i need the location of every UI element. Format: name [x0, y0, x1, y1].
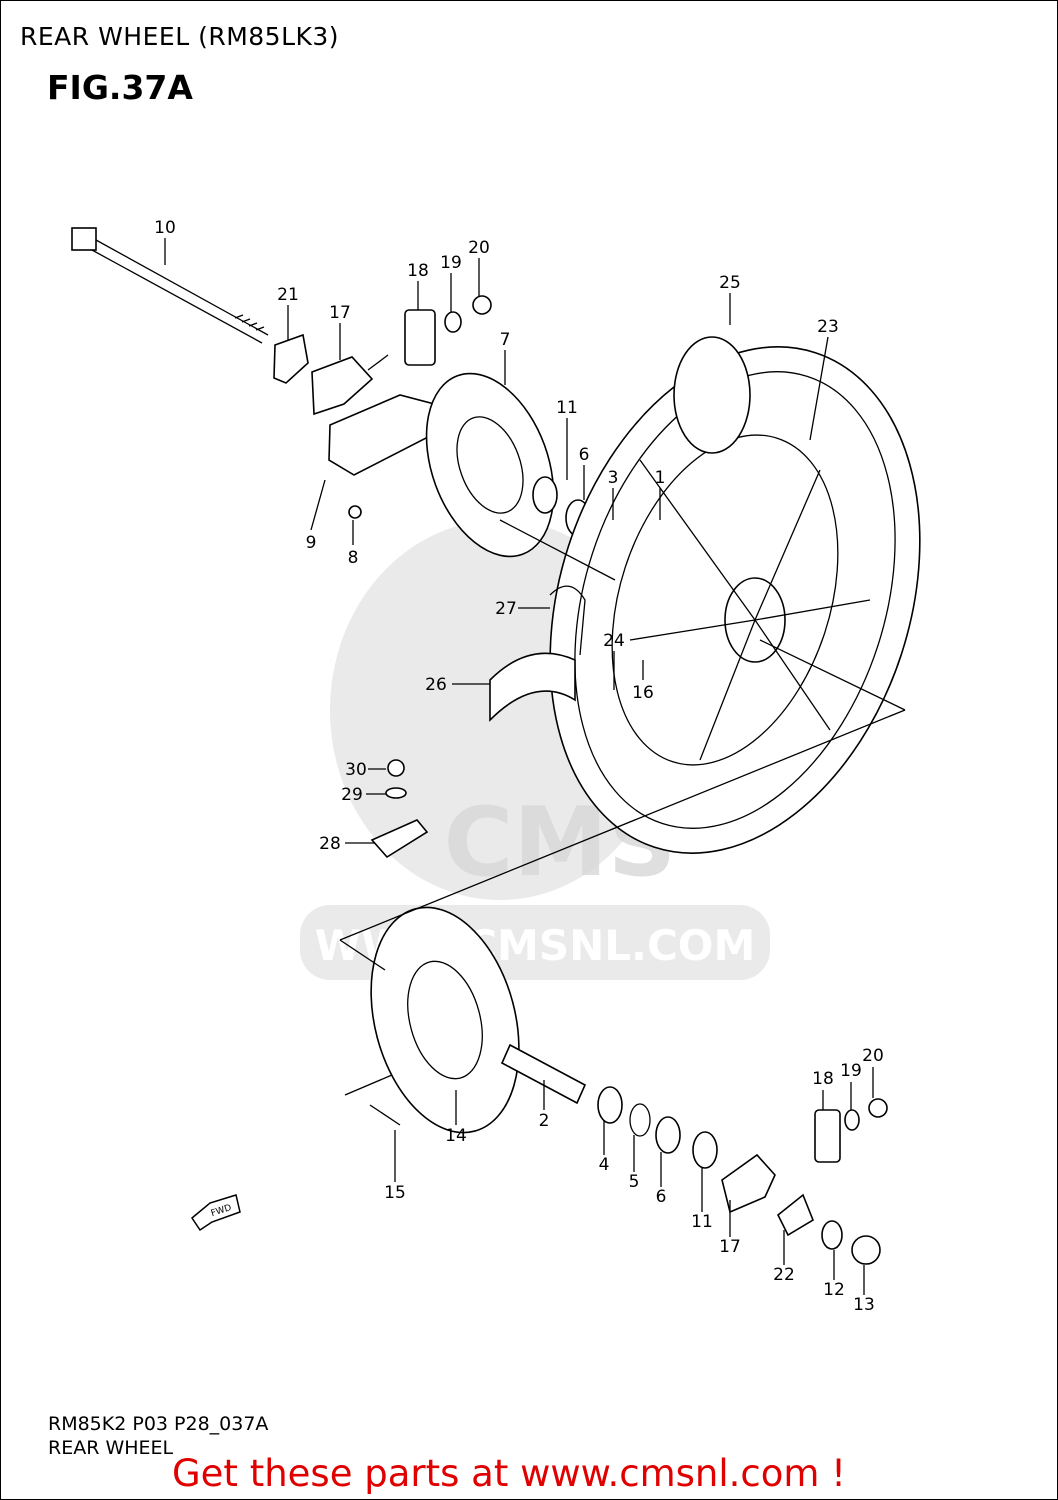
page-title: REAR WHEEL (RM85LK3) — [20, 22, 340, 51]
callout-18: 18 — [407, 261, 429, 281]
callout-12: 12 — [823, 1280, 845, 1300]
callout-19: 19 — [440, 253, 462, 273]
callout-5: 5 — [629, 1172, 640, 1192]
callout-17: 17 — [329, 303, 351, 323]
callout-28: 28 — [319, 834, 341, 854]
callout-11: 11 — [556, 398, 578, 418]
callout-6: 6 — [579, 445, 590, 465]
leader-lines — [164, 238, 874, 1295]
part-axle — [71, 227, 269, 344]
callout-20: 20 — [468, 238, 490, 258]
part-spacer-bearings — [500, 1043, 718, 1169]
callout-25: 25 — [719, 273, 741, 293]
callout-26: 26 — [425, 675, 447, 695]
part-tube-rimband — [489, 585, 586, 722]
callout-2: 2 — [539, 1111, 550, 1131]
assembly-guide-lines — [339, 519, 906, 1096]
callout-9: 9 — [306, 533, 317, 553]
callout-8: 8 — [348, 548, 359, 568]
call-to-action-link[interactable]: Get these parts at www.cmsnl.com ! — [172, 1452, 847, 1495]
callout-13: 13 — [853, 1295, 875, 1315]
callout-20b: 20 — [862, 1046, 884, 1066]
part-right-side-hardware — [369, 1098, 888, 1265]
part-wheel-assembly — [549, 336, 921, 854]
callout-7: 7 — [500, 330, 511, 350]
fwd-direction-badge: FWD — [191, 1194, 241, 1232]
footer-diagram-code: RM85K2 P03 P28_037A — [48, 1413, 269, 1435]
callout-1: 1 — [655, 468, 666, 488]
callout-14: 14 — [445, 1126, 467, 1146]
callout-10: 10 — [154, 218, 176, 238]
callout-11b: 11 — [691, 1212, 713, 1232]
callout-6b: 6 — [656, 1187, 667, 1207]
callout-30: 30 — [345, 760, 367, 780]
callout-27: 27 — [495, 599, 517, 619]
callout-17b: 17 — [719, 1237, 741, 1257]
callout-16: 16 — [632, 683, 654, 703]
callout-21: 21 — [277, 285, 299, 305]
callout-29: 29 — [341, 785, 363, 805]
part-brake-disc — [425, 372, 555, 558]
part-valve — [370, 759, 429, 859]
callout-15: 15 — [384, 1183, 406, 1203]
callout-23: 23 — [817, 317, 839, 337]
callout-labels: 10 21 17 18 19 20 7 11 6 3 1 25 23 9 8 2… — [154, 218, 884, 1315]
part-chain-guide-top — [404, 295, 492, 366]
footer-diagram-name: REAR WHEEL — [48, 1437, 174, 1459]
callout-4: 4 — [599, 1155, 610, 1175]
callout-3: 3 — [608, 468, 619, 488]
callout-22: 22 — [773, 1265, 795, 1285]
callout-18b: 18 — [812, 1069, 834, 1089]
callout-19b: 19 — [840, 1061, 862, 1081]
callout-24: 24 — [603, 631, 625, 651]
part-chain-adjusters — [273, 333, 439, 519]
figure-number: FIG.37A — [47, 68, 193, 107]
